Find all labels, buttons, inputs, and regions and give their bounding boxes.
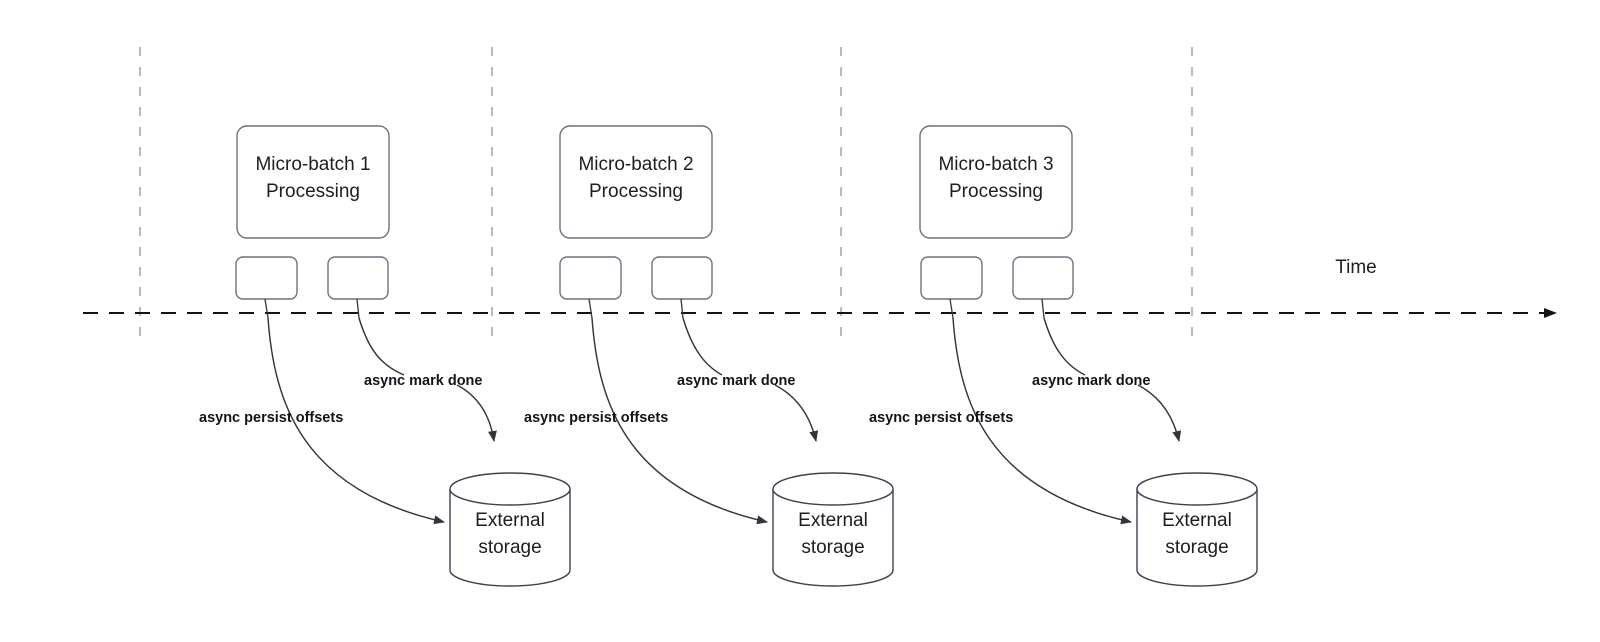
external-storage-2-top [772, 472, 894, 506]
markdone-1-edge-b [456, 384, 497, 442]
micro-batch-2-box[interactable]: Micro-batch 2 Processing [559, 125, 713, 239]
micro-batch-3-task-b[interactable] [1012, 256, 1074, 300]
time-axis: Time [83, 257, 1557, 318]
markdone-3-edge-b [1137, 384, 1182, 442]
external-storage-2-label-line2: storage [801, 537, 864, 558]
micro-batch-3-rect[interactable] [919, 125, 1073, 239]
persist-1-edge [267, 317, 445, 525]
external-storage-2-body[interactable] [772, 489, 894, 587]
persist-1-label: async persist offsets [199, 410, 343, 426]
group-1: Micro-batch 1 Processing External storag… [199, 125, 571, 587]
markdone-1-stub [356, 298, 360, 319]
external-storage-2-label-line1: External [798, 510, 868, 531]
external-storage-3-label-line1: External [1162, 510, 1232, 531]
persist-2-stub [588, 298, 593, 319]
group-2: Micro-batch 2 Processing External storag… [524, 125, 894, 587]
micro-batch-1-label-line2: Processing [266, 181, 360, 202]
micro-batch-2-task-a[interactable] [559, 256, 622, 300]
time-axis-label: Time [1335, 257, 1377, 278]
markdone-1-label: async mark done [364, 373, 482, 389]
micro-batch-2-rect[interactable] [559, 125, 713, 239]
micro-batch-3-label-line1: Micro-batch 3 [938, 154, 1053, 175]
persist-2-label: async persist offsets [524, 410, 668, 426]
markdone-3-stub [1041, 298, 1045, 319]
external-storage-3-body[interactable] [1136, 489, 1258, 587]
external-storage-3-top [1136, 472, 1258, 506]
markdone-3-label: async mark done [1032, 373, 1150, 389]
micro-batch-1-task-b[interactable] [327, 256, 389, 300]
external-storage-2[interactable]: External storage [772, 472, 894, 587]
markdone-2-stub [680, 298, 684, 319]
persist-1-stub [264, 298, 269, 319]
external-storage-3[interactable]: External storage [1136, 472, 1258, 587]
micro-batch-2-task-b[interactable] [651, 256, 713, 300]
persist-3-label: async persist offsets [869, 410, 1013, 426]
external-storage-1[interactable]: External storage [449, 472, 571, 587]
markdone-1-edge-a [358, 317, 405, 376]
persist-3-edge [952, 317, 1132, 525]
persist-3-stub [949, 298, 954, 319]
markdone-2-edge-b [774, 384, 819, 442]
external-storage-3-label-line2: storage [1165, 537, 1228, 558]
micro-batch-1-label-line1: Micro-batch 1 [255, 154, 370, 175]
external-storage-1-top [449, 472, 571, 506]
persist-2-edge [591, 317, 768, 525]
micro-batch-2-label-line1: Micro-batch 2 [578, 154, 693, 175]
micro-batch-2-label-line2: Processing [589, 181, 683, 202]
micro-batch-1-rect[interactable] [236, 125, 390, 239]
micro-batch-1-task-a[interactable] [235, 256, 298, 300]
micro-batch-3-box[interactable]: Micro-batch 3 Processing [919, 125, 1073, 239]
external-storage-1-label-line1: External [475, 510, 545, 531]
micro-batch-3-label-line2: Processing [949, 181, 1043, 202]
markdone-3-edge-a [1043, 317, 1086, 376]
micro-batch-3-task-a[interactable] [920, 256, 983, 300]
micro-batch-1-box[interactable]: Micro-batch 1 Processing [236, 125, 390, 239]
external-storage-1-body[interactable] [449, 489, 571, 587]
group-3: Micro-batch 3 Processing External storag… [869, 125, 1258, 587]
markdone-2-edge-a [682, 317, 723, 376]
external-storage-1-label-line2: storage [478, 537, 541, 558]
markdone-2-label: async mark done [677, 373, 795, 389]
